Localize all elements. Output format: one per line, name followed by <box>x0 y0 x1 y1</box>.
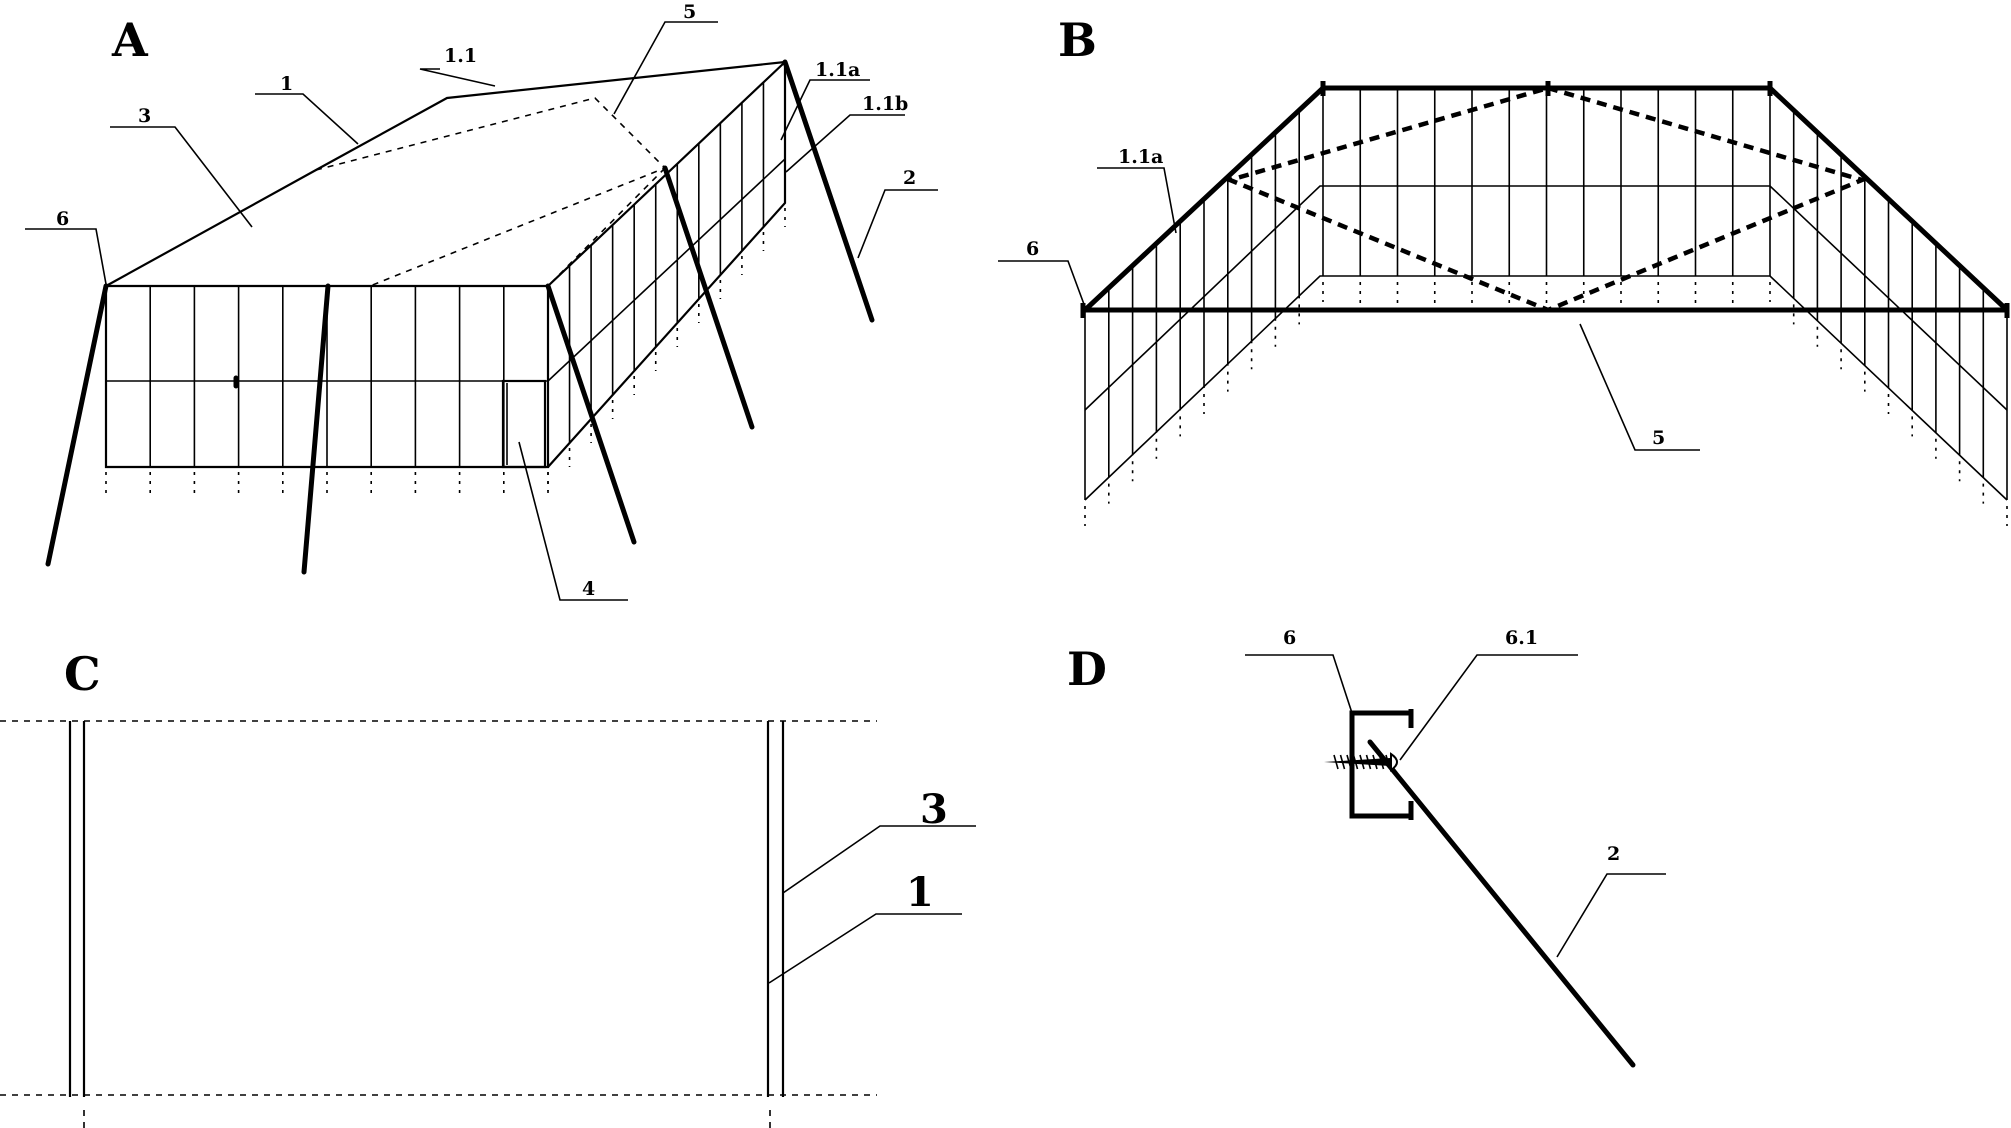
label-a-3: 3 <box>138 105 151 127</box>
panel-b-callouts: 1.1a 6 5 <box>998 146 1700 451</box>
panel-b: B 1.1a 6 5 <box>998 13 2010 526</box>
screw-thread <box>1365 754 1372 770</box>
label-a-1-1a: 1.1a <box>815 59 860 81</box>
label-c-1: 1 <box>906 869 934 916</box>
screw-thread <box>1359 754 1365 770</box>
label-d-6-1: 6.1 <box>1505 627 1538 649</box>
panel-a-poles <box>45 59 875 575</box>
panel-d-letter: D <box>1067 642 1107 696</box>
screw-thread <box>1333 754 1339 770</box>
screw-thread <box>1346 754 1352 770</box>
label-d-6: 6 <box>1283 627 1296 649</box>
panel-d-screw <box>1324 752 1398 772</box>
label-a-5: 5 <box>683 1 696 23</box>
panel-d-detail <box>1324 709 1636 1068</box>
label-a-1-1b: 1.1b <box>862 93 908 115</box>
panel-a-letter: A <box>111 13 149 67</box>
panel-a-front-wall <box>104 284 550 494</box>
panel-a-door <box>501 379 547 469</box>
label-d-2: 2 <box>1607 843 1620 865</box>
panel-d: D 6 6.1 2 <box>1067 627 1666 1068</box>
panel-c-letter: C <box>64 647 101 701</box>
screw-thread <box>1372 754 1378 770</box>
label-a-1-1: 1.1 <box>444 45 477 67</box>
panel-a-callouts: 1.1 5 1.1a 1 1.1b 3 2 6 4 <box>25 1 938 601</box>
label-b-1-1a: 1.1a <box>1118 146 1163 168</box>
screw-thread <box>1339 754 1346 770</box>
panel-b-greenhouse <box>1080 81 2010 526</box>
panel-c: C 3 1 <box>0 647 976 1128</box>
label-a-1: 1 <box>280 73 293 95</box>
label-b-6: 6 <box>1026 238 1039 260</box>
label-b-5: 5 <box>1652 427 1665 449</box>
panel-d-callouts: 6 6.1 2 <box>1245 627 1666 958</box>
screw-thread <box>1385 754 1391 770</box>
screw-thread <box>1378 754 1385 770</box>
panel-c-callouts: 3 1 <box>768 786 976 984</box>
label-c-3: 3 <box>920 786 948 833</box>
panel-a-roof <box>105 60 786 287</box>
label-a-4: 4 <box>582 578 595 600</box>
label-a-2: 2 <box>903 167 916 189</box>
screw-thread <box>1352 754 1359 770</box>
panel-a: A <box>25 1 938 601</box>
panel-c-section <box>0 720 877 1128</box>
label-a-6: 6 <box>56 208 69 230</box>
panel-b-letter: B <box>1058 13 1097 67</box>
